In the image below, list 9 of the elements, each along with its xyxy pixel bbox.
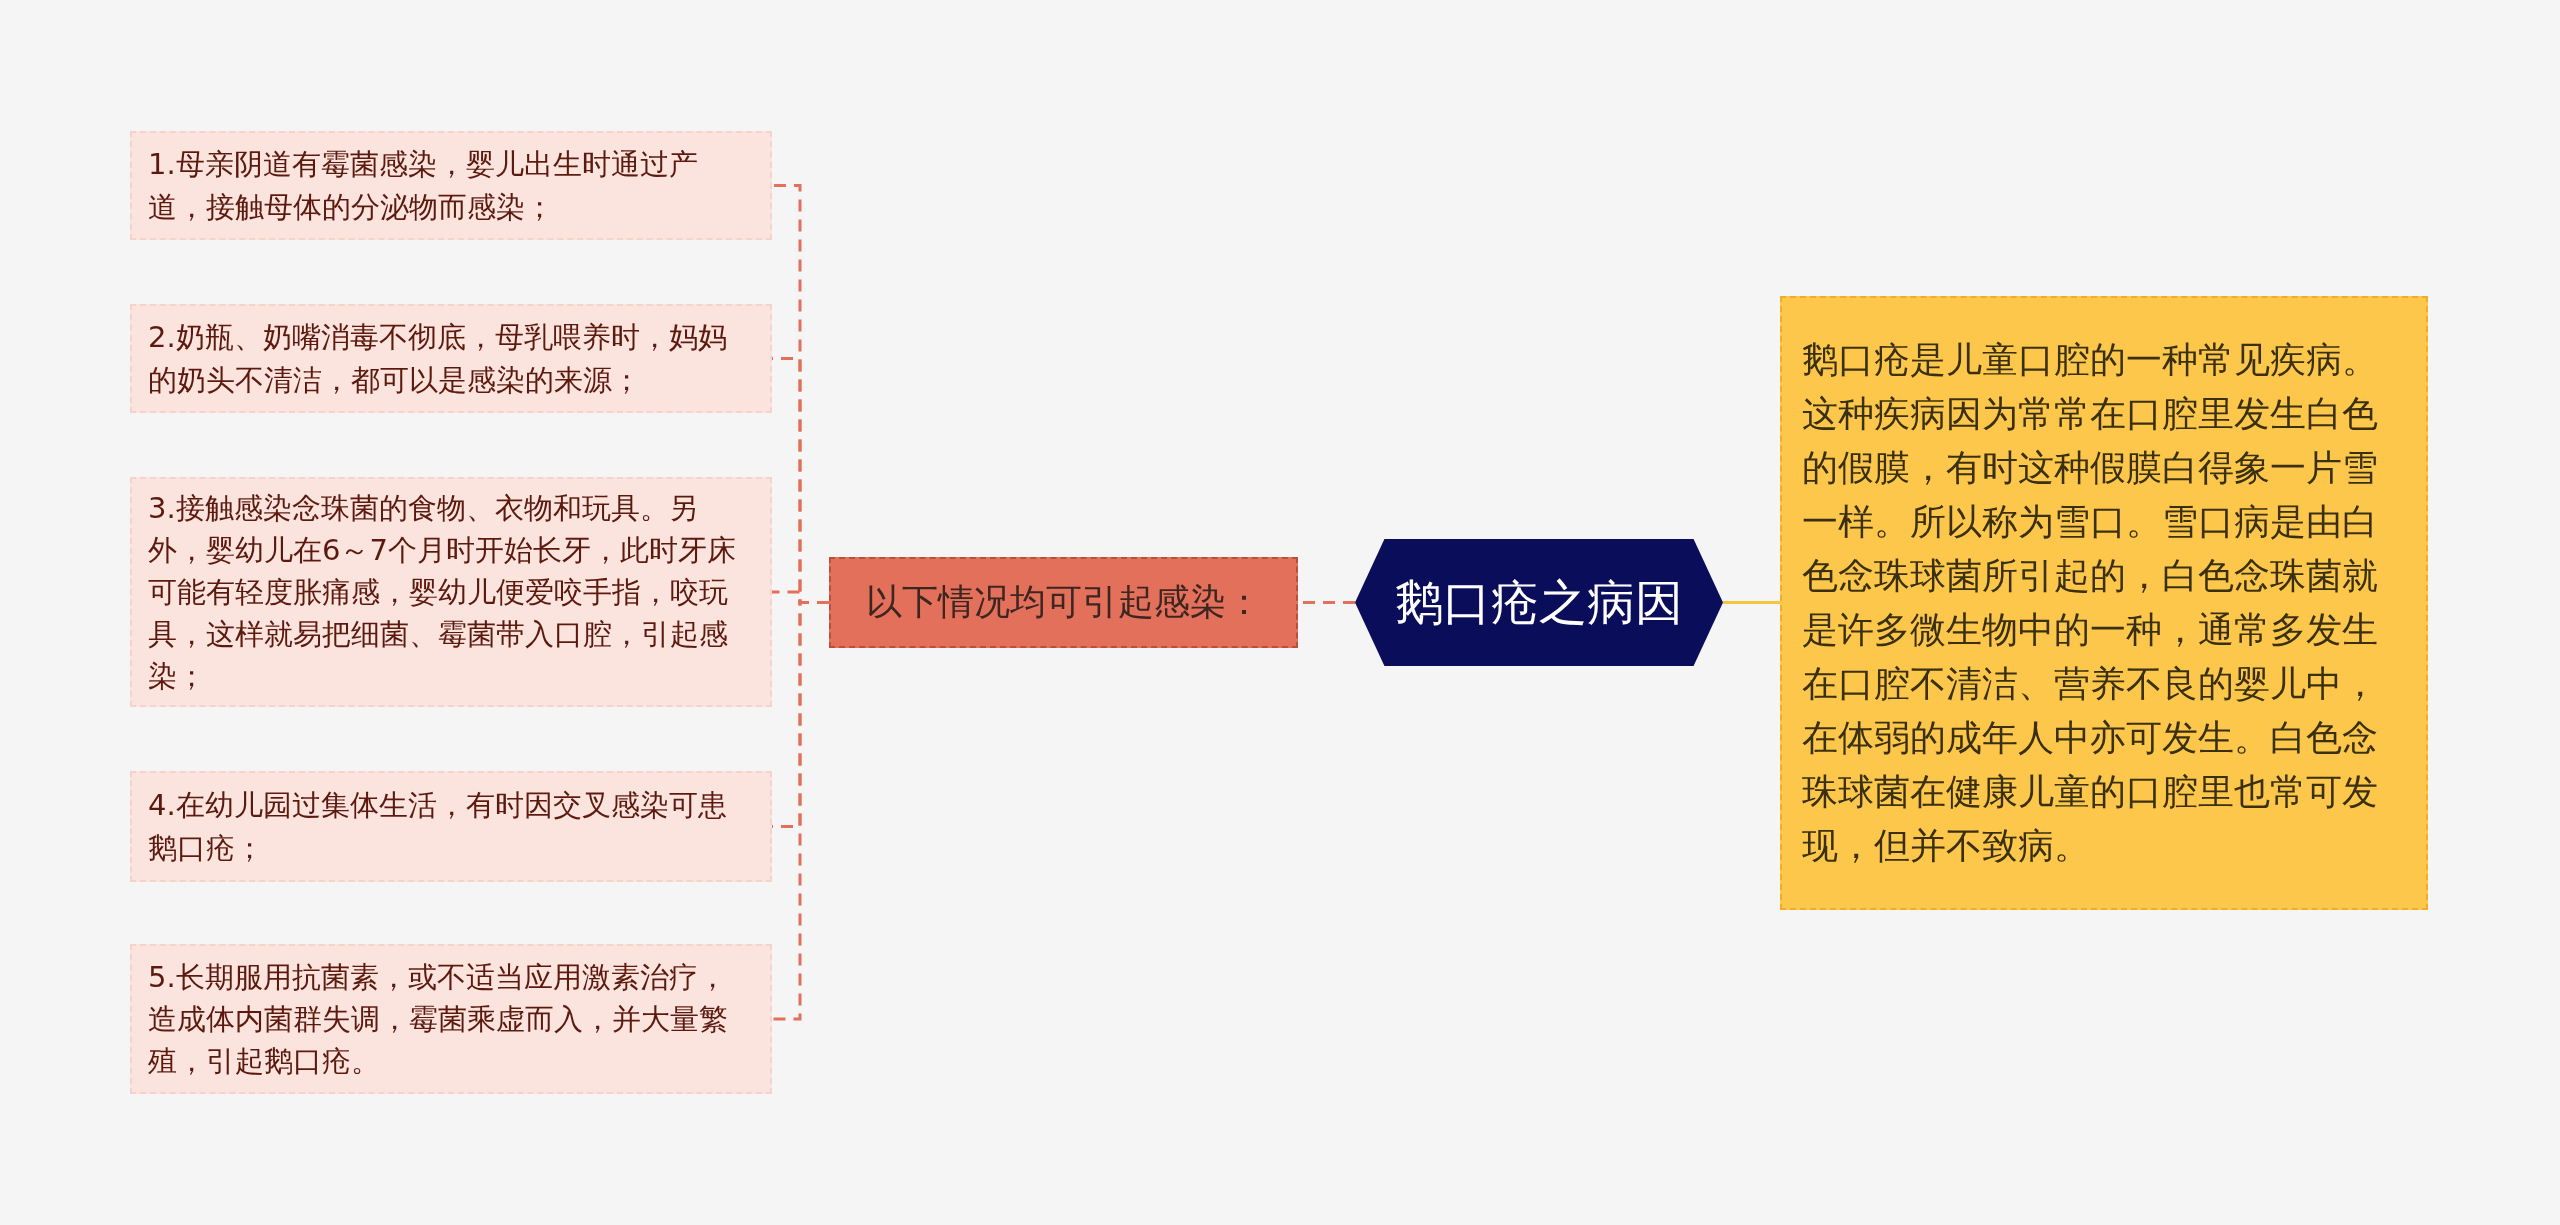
cause-box: 1.母亲阴道有霉菌感染，婴儿出生时通过产道，接触母体的分泌物而感染； (130, 131, 772, 240)
cause-box: 2.奶瓶、奶嘴消毒不彻底，母乳喂养时，妈妈的奶头不清洁，都可以是感染的来源； (130, 304, 772, 413)
connector-line (772, 601, 829, 1021)
cause-box: 5.长期服用抗菌素，或不适当应用激素治疗，造成体内菌群失调，霉菌乘虚而入，并大量繁殖，引起鹅口疮。 (130, 944, 772, 1094)
cause-box: 4.在幼儿园过集体生活，有时因交叉感染可患鹅口疮； (130, 771, 772, 882)
connector-line (1723, 601, 1780, 604)
branch-box: 以下情况均可引起感染： (829, 557, 1298, 648)
note-box: 鹅口疮是儿童口腔的一种常见疾病。这种疾病因为常常在口腔里发生白色的假膜，有时这种假膜白得象一片雪一样。所以称为雪口。雪口病是由白色念珠球菌所引起的，白色念珠菌就是许多微生物中的一种，通常多发生在口腔不清洁、营养不良的婴儿中，在体弱的成年人中亦可发生。白色念珠球菌在健康儿童的口腔里也常可发现，但并不致病。 (1780, 296, 2428, 910)
cause-box: 3.接触感染念珠菌的食物、衣物和玩具。另外，婴幼儿在6～7个月时开始长牙，此时牙床可能有轻度胀痛感，婴幼儿便爱咬手指，咬玩具，这样就易把细菌、霉菌带入口腔，引起感染； (130, 477, 772, 707)
